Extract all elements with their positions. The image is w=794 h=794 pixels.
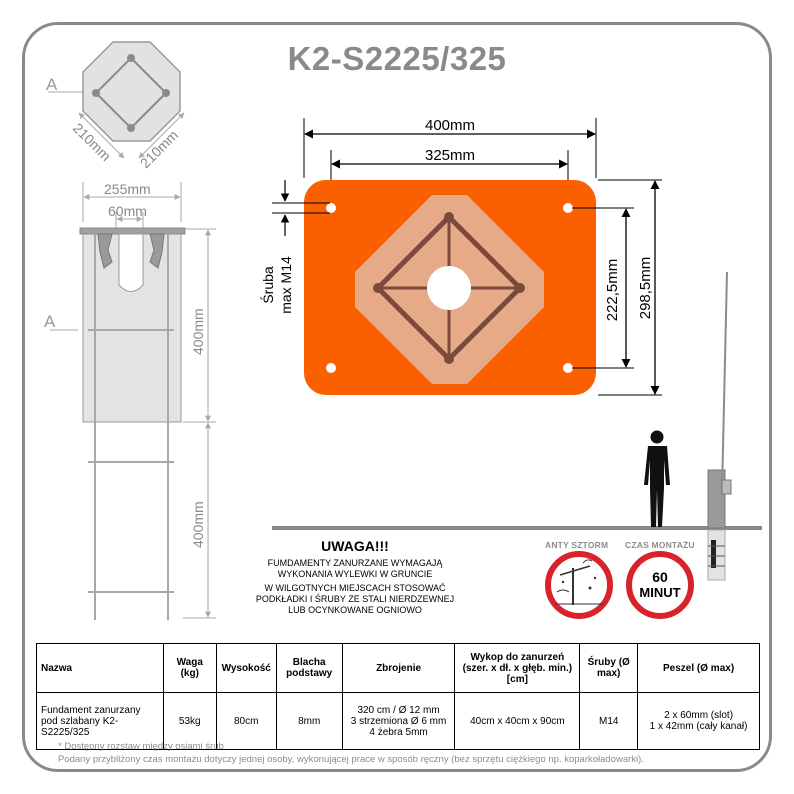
bolt-hole	[326, 203, 336, 213]
bolt-hole	[162, 89, 170, 97]
rebar-line: 320 cm / Ø 12 mm	[357, 704, 440, 716]
spec-table: Nazwa Waga (kg) Wysokość Blacha podstawy…	[36, 643, 760, 750]
dim-side-upper: 400mm	[190, 308, 206, 355]
dim-height-holes: 222,5mm	[604, 259, 621, 322]
warning-line: WYKONANIA WYLEWKI W GRUNCIE	[277, 569, 433, 579]
bolt-label-1: Śruba	[259, 266, 276, 304]
dim-side-lower: 400mm	[190, 501, 206, 548]
barrier-icon	[707, 271, 732, 581]
base-plate	[79, 227, 186, 235]
conduit-hole	[427, 266, 471, 310]
dim-width-holes: 325mm	[425, 147, 475, 164]
time-value: 60	[652, 569, 668, 585]
dim-width-total: 400mm	[425, 117, 475, 134]
cell-height: 80cm	[215, 692, 277, 750]
bolt-hole	[563, 203, 573, 213]
cell-weight: 53kg	[162, 692, 217, 750]
warning-title: UWAGA!!!	[321, 538, 389, 554]
cell-rebar: 320 cm / Ø 12 mm 3 strzemiona Ø 6 mm 4 ż…	[341, 692, 456, 750]
warning-line: LUB OCYNKOWANE OGNIOWO	[288, 605, 422, 615]
cell-plate: 8mm	[275, 692, 343, 750]
product-title: K2-S2225/325	[287, 40, 507, 77]
bolt-hole	[127, 54, 135, 62]
anti-storm-label: ANTY SZTORM	[545, 540, 609, 550]
col-header-pit: Wykop do zanurzeń (szer. x dł. x głęb. m…	[454, 643, 581, 693]
warning-line: FUMDAMENTY ZANURZANE WYMAGAJĄ	[267, 558, 443, 568]
warning-line: W WILGOTNYCH MIEJSCACH STOSOWAĆ	[264, 583, 446, 593]
col-header-height: Wysokość	[215, 643, 277, 693]
cell-pit: 40cm x 40cm x 90cm	[454, 692, 581, 750]
col-header-plate: Blacha podstawy	[275, 643, 343, 693]
conduit-line: 2 x 60mm (slot)	[664, 710, 734, 721]
install-time-label: CZAS MONTAŻU	[625, 540, 695, 550]
bolt-hole	[92, 89, 100, 97]
side-view: 255mm 60mm A 400mm 400mm	[44, 181, 216, 620]
col-header-name: Nazwa	[36, 643, 164, 693]
rebar-line: 3 strzemiona Ø 6 mm	[350, 715, 447, 727]
bolt-hole	[563, 363, 573, 373]
col-header-weight: Waga (kg)	[162, 643, 217, 693]
cell-bolts: M14	[579, 692, 639, 750]
dim-side-width: 255mm	[104, 181, 151, 197]
top-view: A 210mm 210mm	[46, 41, 185, 171]
time-unit: MINUT	[639, 585, 680, 600]
bolt-hole	[127, 124, 135, 132]
install-time-badge: 60 MINUT	[626, 551, 694, 619]
anchor-right	[149, 233, 165, 269]
plate-view: 400mm 325mm Śruba max M14 222,5mm 298,5m…	[259, 117, 662, 396]
anti-storm-badge	[545, 551, 613, 619]
cable-slot	[118, 233, 144, 292]
col-header-bolts: Śruby (Ø max)	[579, 643, 639, 693]
footnote: * Dostępny rozstaw między osiami śrub	[58, 741, 224, 752]
rebar-line: 4 żebra 5mm	[369, 726, 428, 738]
section-mark-side: A	[44, 312, 56, 331]
dim-height-total: 298,5mm	[637, 257, 654, 320]
warning-line: PODKŁADKI I ŚRUBY ZE STALI NIERDZEWNEJ	[255, 594, 455, 604]
person-icon	[644, 430, 670, 527]
installation-scene	[272, 271, 762, 581]
bolt-hole	[326, 363, 336, 373]
cell-name: Fundament zanurzany pod szlabany K2-S222…	[36, 692, 164, 750]
col-header-rebar: Zbrojenie	[341, 643, 456, 693]
footnote: Podany przybliżony czas montażu dotyczy …	[58, 754, 644, 765]
anchor-left	[97, 233, 113, 269]
col-header-conduit: Peszel (Ø max)	[637, 643, 760, 693]
conduit-line: 1 x 42mm (cały kanał)	[649, 721, 748, 732]
dim-slot: 60mm	[108, 203, 147, 219]
table-row: Fundament zanurzany pod szlabany K2-S222…	[36, 692, 760, 750]
section-mark-top: A	[46, 75, 58, 94]
bolt-label-2: max M14	[278, 256, 294, 314]
table-header-row: Nazwa Waga (kg) Wysokość Blacha podstawy…	[36, 643, 760, 693]
cell-conduit: 2 x 60mm (slot) 1 x 42mm (cały kanał)	[637, 692, 760, 750]
